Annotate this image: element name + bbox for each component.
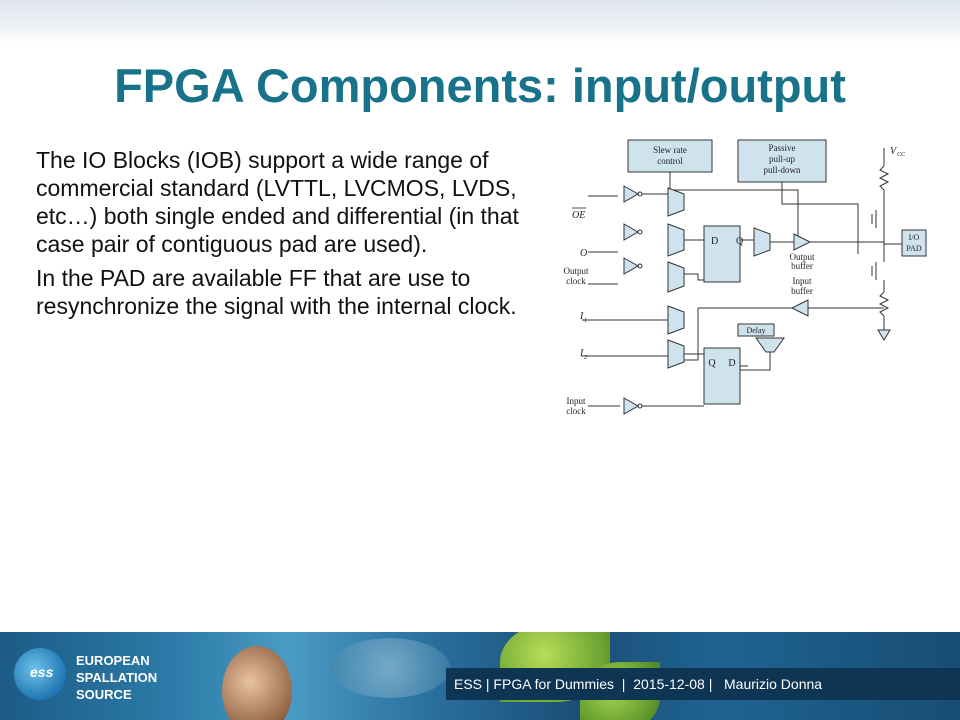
passive-label-3: pull-down xyxy=(764,165,801,175)
slide-body: The IO Blocks (IOB) support a wide range… xyxy=(36,146,556,326)
input-clock-label-2: clock xyxy=(566,406,586,416)
i2-sub: 2 xyxy=(584,355,587,361)
paragraph-iob: The IO Blocks (IOB) support a wide range… xyxy=(36,147,519,257)
org-line-3: SOURCE xyxy=(76,687,132,702)
slew-rate-box xyxy=(627,139,713,173)
vcc-sub: CC xyxy=(897,152,906,158)
output-clock-label-1: Output xyxy=(563,266,589,276)
i2-label: I xyxy=(579,348,584,359)
footer-meta-bar: ESS | FPGA for Dummies | 2015-12-08 | Ma… xyxy=(446,668,960,700)
vcc-label: V xyxy=(890,146,898,157)
slew-rate-label-2: control xyxy=(657,156,683,166)
iob-diagram: Slew rate control Passive pull-up pull-d… xyxy=(563,139,927,416)
org-line-2: SPALLATION xyxy=(76,670,158,685)
io-pad-label-1: I/O xyxy=(909,233,920,242)
output-buffer-label-1: Output xyxy=(789,252,815,262)
output-buffer-label-2: buffer xyxy=(791,261,813,271)
ff-output-q: Q xyxy=(736,236,744,247)
passive-label-2: pull-up xyxy=(769,154,795,164)
ff-input-q: Q xyxy=(708,358,716,369)
input-buffer-label-2: buffer xyxy=(791,286,813,296)
ff-input-d: D xyxy=(728,358,735,369)
photo-lab xyxy=(330,638,450,698)
io-pad-box xyxy=(901,229,927,257)
slew-rate-label-1: Slew rate xyxy=(653,145,687,155)
oe-label: OE xyxy=(572,210,585,221)
passive-label-1: Passive xyxy=(769,143,796,153)
i1-sub: 1 xyxy=(584,318,587,324)
input-clock-label-1: Input xyxy=(567,396,586,406)
io-pad-label-2: PAD xyxy=(906,244,921,253)
photo-face xyxy=(222,646,292,720)
o-label: O xyxy=(580,248,587,259)
delay-label: Delay xyxy=(746,326,765,335)
org-name: EUROPEAN SPALLATION SOURCE xyxy=(76,652,157,703)
ff-input xyxy=(703,347,741,405)
org-line-1: EUROPEAN xyxy=(76,653,150,668)
ess-logo: ess xyxy=(14,648,66,700)
input-buffer-label-1: Input xyxy=(793,276,812,286)
ff-output xyxy=(703,225,741,283)
delay-box xyxy=(737,323,775,337)
paragraph-pad-ff: In the PAD are available FF that are use… xyxy=(36,265,517,319)
logo-text: ess xyxy=(30,664,54,680)
header-band xyxy=(0,0,960,44)
output-clock-label-2: clock xyxy=(566,276,586,286)
i1-label: I xyxy=(579,311,584,322)
passive-box xyxy=(737,139,827,183)
ff-output-d: D xyxy=(711,236,718,247)
slide-title: FPGA Components: input/output xyxy=(114,59,846,112)
footer-meta-text: ESS | FPGA for Dummies | 2015-12-08 | Ma… xyxy=(454,676,823,692)
